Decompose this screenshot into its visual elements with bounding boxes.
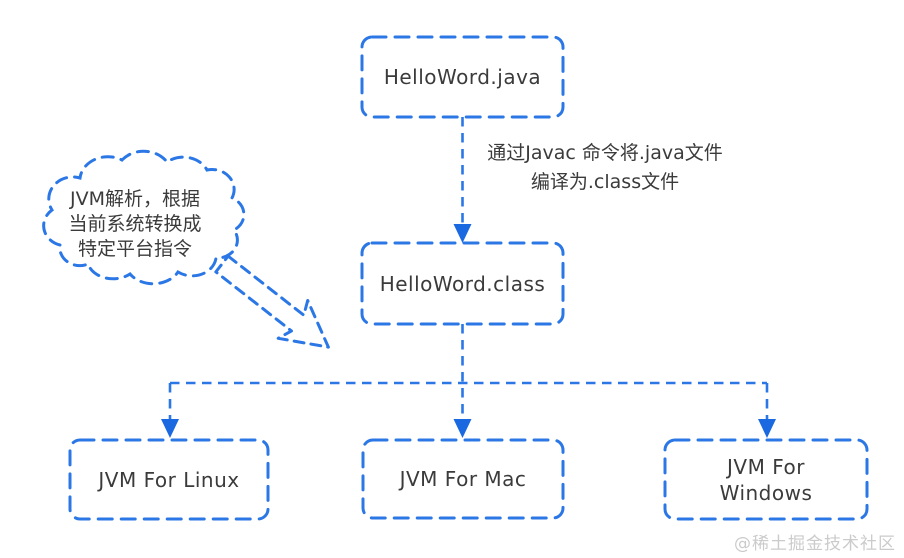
cloud-shape bbox=[42, 149, 246, 286]
arrowhead-icon bbox=[453, 419, 472, 438]
cloud-note-line3: 特定平台指令 bbox=[77, 238, 192, 260]
edge-label-line1: 通过Javac 命令将.java文件 bbox=[487, 142, 723, 164]
edge-label-line2: 编译为.class文件 bbox=[530, 171, 680, 193]
jvm-linux-box-border bbox=[68, 438, 270, 521]
jvm-mac-box-border bbox=[361, 438, 565, 520]
arrowhead-icon bbox=[161, 419, 179, 438]
class-file-box-border bbox=[360, 241, 565, 326]
cloud-note-line2: 当前系统转换成 bbox=[68, 213, 202, 235]
edge-label-javac-compile: 通过Javac 命令将.java文件 编译为.class文件 bbox=[473, 139, 737, 197]
arrowhead-icon bbox=[758, 419, 776, 438]
cloud-note-line1: JVM解析，根据 bbox=[70, 188, 200, 210]
cloud-note-jvm-parse: JVM解析，根据 当前系统转换成 特定平台指令 bbox=[42, 187, 228, 262]
block-arrow-icon bbox=[214, 254, 330, 349]
watermark: @稀土掘金技术社区 bbox=[734, 534, 896, 554]
jvm-windows-box-border bbox=[663, 438, 869, 521]
arrowhead-icon bbox=[453, 224, 472, 243]
java-file-box-border bbox=[360, 35, 565, 119]
